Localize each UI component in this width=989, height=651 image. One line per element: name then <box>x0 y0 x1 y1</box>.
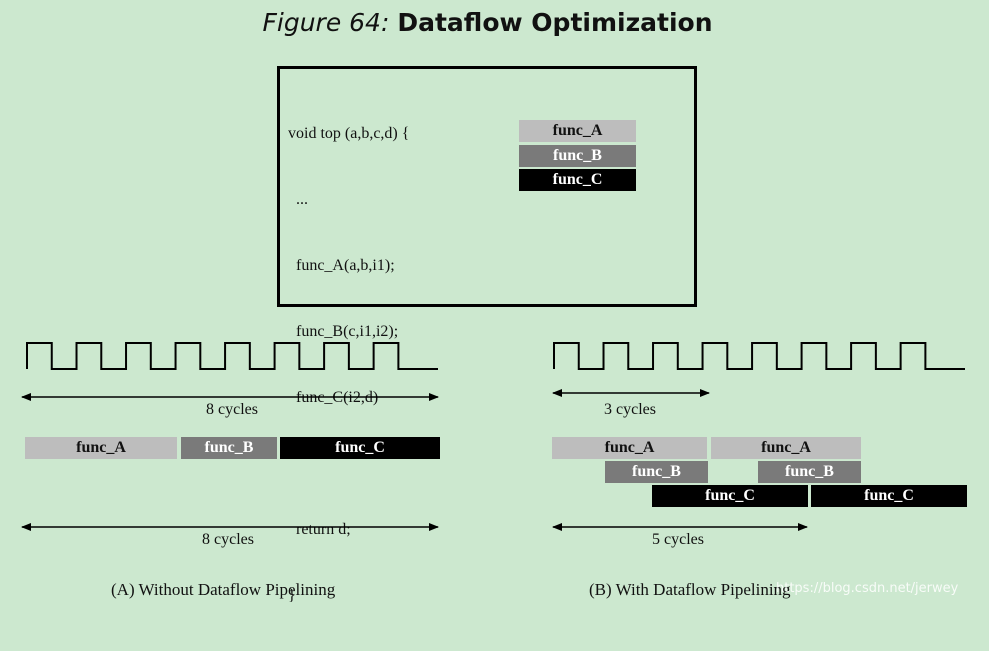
panel-b-block-func-c-2: func_C <box>811 485 967 507</box>
measure-label-b-bottom: 5 cycles <box>652 531 704 548</box>
measure-label-a-bottom: 8 cycles <box>202 531 254 548</box>
watermark-text: https://blog.csdn.net/jerwey <box>776 581 959 596</box>
code-line: void top (a,b,c,d) { <box>288 125 410 142</box>
measure-label-a-top: 8 cycles <box>206 401 258 418</box>
panel-b-block-func-c-1: func_C <box>652 485 808 507</box>
figure-number: Figure 64: <box>262 8 390 37</box>
panel-b-block-func-b-2: func_B <box>758 461 861 483</box>
legend-func-a: func_A <box>519 120 636 142</box>
clock-waveform-b <box>553 342 965 370</box>
caption-a: (A) Without Dataflow Pipelining <box>111 580 336 599</box>
panel-a-block-func-a: func_A <box>25 437 177 459</box>
code-line: } <box>288 587 296 604</box>
clock-waveform-a <box>26 342 438 370</box>
code-panel: void top (a,b,c,d) { ... func_A(a,b,i1);… <box>277 66 697 604</box>
figure-heading: Dataflow Optimization <box>397 8 713 37</box>
legend-func-c: func_C <box>519 169 636 191</box>
measure-label-b-top: 3 cycles <box>604 401 656 418</box>
panel-b-block-func-b-1: func_B <box>605 461 708 483</box>
legend-func-b: func_B <box>519 145 636 167</box>
code-line: func_B(c,i1,i2); <box>288 323 399 340</box>
caption-b: (B) With Dataflow Pipelining <box>589 580 791 599</box>
code-line: ... <box>288 191 308 208</box>
panel-a-block-func-b: func_B <box>181 437 277 459</box>
code-line: func_A(a,b,i1); <box>288 257 395 274</box>
panel-b-block-func-a-2: func_A <box>711 437 861 459</box>
panel-b-block-func-a-1: func_A <box>552 437 707 459</box>
panel-a-block-func-c: func_C <box>280 437 440 459</box>
figure-title: Figure 64: Dataflow Optimization <box>0 6 975 40</box>
timing-diagram-graphics <box>21 342 965 531</box>
